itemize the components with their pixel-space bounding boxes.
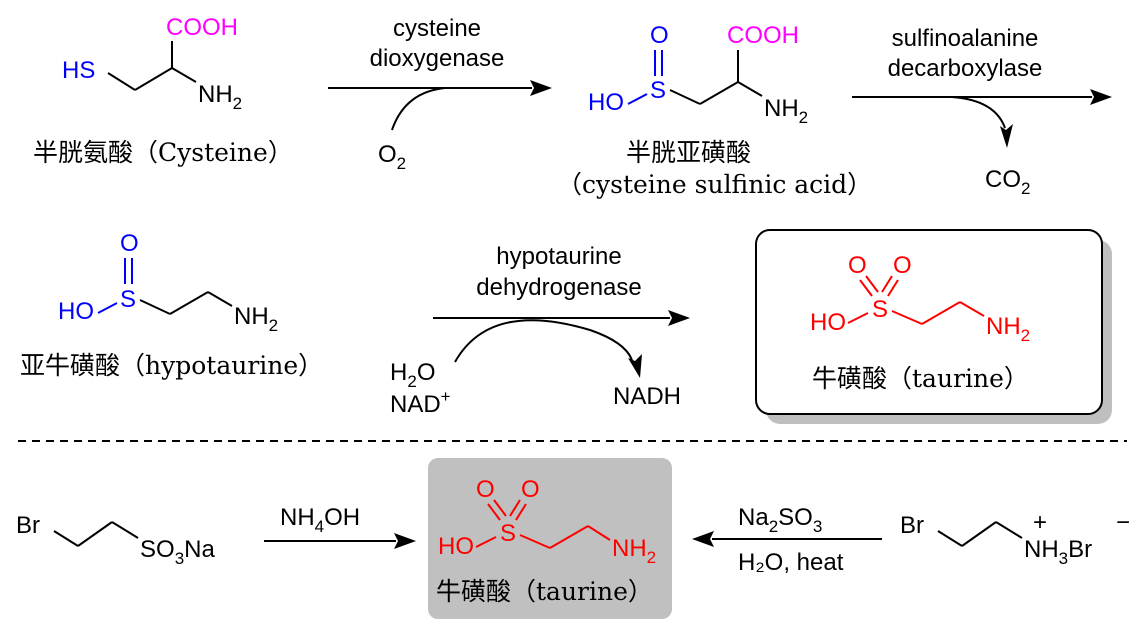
taurine-box: O O S HO NH2 牛磺酸（taurine）	[755, 229, 1112, 424]
csa-nh2: NH2	[764, 95, 808, 127]
bond	[134, 67, 173, 91]
csa-name-en: （cysteine sulfinic acid）	[557, 170, 872, 199]
enzyme-label-line1: cysteine	[393, 15, 481, 42]
enzyme-label-line2: dehydrogenase	[476, 274, 641, 301]
enzyme-label-line2: dioxygenase	[370, 45, 505, 72]
hypotaurine-structure: O S HO NH2	[58, 230, 278, 335]
taurine-o2: O	[893, 252, 912, 279]
sulfinoalanine-decarboxylase-arrow: sulfinoalanine decarboxylase CO2	[852, 25, 1112, 198]
so3na-label: SO3Na	[140, 536, 215, 568]
enzyme-label-line1: hypotaurine	[496, 243, 621, 270]
taurine-name: 牛磺酸（taurine）	[812, 364, 1029, 393]
taurine-o1: O	[848, 252, 867, 279]
enzyme-label-line2: decarboxylase	[888, 55, 1043, 82]
bond	[171, 67, 197, 83]
cysteine-cooh: COOH	[166, 14, 238, 41]
taurine-o1: O	[476, 476, 495, 503]
bromoethanesulfonate-structure: Br SO3Na	[16, 512, 215, 568]
minus-charge: −	[1116, 509, 1130, 536]
nad-label: NAD+	[390, 387, 451, 418]
csa-o: O	[650, 22, 669, 49]
hypotaurine-dehydrogenase-arrow: hypotaurine dehydrogenase H2O NAD+ NADH	[390, 243, 690, 418]
cysteine-dioxygenase-arrow: cysteine dioxygenase O2	[328, 15, 552, 173]
taurine-ho: HO	[810, 309, 846, 336]
taurine-s: S	[872, 296, 888, 323]
hypotaurine-ho: HO	[58, 298, 94, 325]
br-label: Br	[900, 512, 924, 539]
taurine-ho: HO	[438, 533, 474, 560]
cysteine-structure: COOH HS NH2	[62, 14, 242, 113]
co2-label: CO2	[985, 166, 1030, 198]
taurine-s: S	[500, 520, 516, 547]
taurine-nh2: NH2	[612, 535, 656, 567]
hypotaurine-nh2: NH2	[234, 303, 278, 335]
csa-name: 半胱亚磺酸	[626, 138, 751, 167]
h2o-label: H2O	[390, 359, 435, 391]
na2so3-label: Na2SO3	[738, 504, 822, 536]
nadh-label: NADH	[613, 383, 681, 410]
csa-ho: HO	[588, 89, 624, 116]
br-label: Br	[16, 512, 40, 539]
taurine-o2: O	[521, 476, 540, 503]
nh4oh-label: NH4OH	[280, 504, 360, 536]
bond	[107, 72, 136, 91]
taurine-name: 牛磺酸（taurine）	[436, 577, 653, 606]
sulfite-arrow: Na2SO3 H₂O, heat	[692, 504, 882, 576]
nh3br-label: NH3Br	[1024, 536, 1092, 568]
hypotaurine-name: 亚牛磺酸（hypotaurine）	[20, 351, 323, 380]
cysteine-sulfinic-acid-structure: O S HO COOH NH2	[588, 22, 808, 127]
cysteine-nh2: NH2	[198, 81, 242, 113]
o2-label: O2	[378, 141, 406, 173]
csa-cooh: COOH	[727, 22, 799, 49]
plus-charge: +	[1033, 509, 1047, 536]
bromoethylammonium-structure: Br + NH3Br −	[900, 509, 1130, 568]
hypotaurine-o: O	[120, 230, 139, 257]
conditions-label: H₂O, heat	[738, 549, 844, 576]
ammonolysis-arrow: NH4OH	[264, 504, 416, 549]
cysteine-sh: HS	[62, 57, 95, 84]
hypotaurine-s: S	[120, 286, 136, 313]
taurine-nh2: NH2	[986, 313, 1030, 345]
enzyme-label-line1: sulfinoalanine	[892, 25, 1039, 52]
taurine-shaded-box: O O S HO NH2 牛磺酸（taurine）	[428, 458, 672, 619]
csa-s: S	[650, 77, 666, 104]
cysteine-name: 半胱氨酸（Cysteine）	[33, 138, 293, 167]
